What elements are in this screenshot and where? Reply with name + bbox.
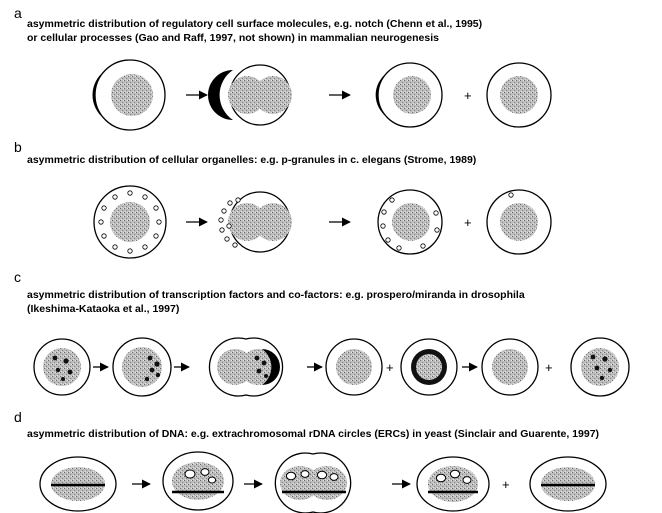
panel-d-letter: d	[14, 409, 22, 425]
panel-c-dividing-cell	[208, 337, 284, 397]
panel-c-caption-line-1: asymmetric distribution of transcription…	[27, 289, 525, 301]
panel-c-daughter-cell-b	[400, 338, 458, 396]
panel-a-caption-line-2: or cellular processes (Gao and Raff, 199…	[27, 32, 439, 44]
erc-circles	[435, 469, 472, 484]
panel-a-daughter-cell-2	[486, 62, 552, 128]
panel-d-caption-line-1: asymmetric distribution of DNA: e.g. ext…	[27, 428, 600, 440]
panel-d-mother-cell	[39, 456, 117, 512]
plus-sign: +	[545, 360, 553, 375]
panel-b-mother-cell	[93, 185, 167, 259]
p-granule	[508, 192, 514, 198]
panel-b-caption-line-1: asymmetric distribution of cellular orga…	[27, 154, 477, 166]
panel-c-daughter-cell-d	[570, 337, 630, 397]
panel-a-mother-cell	[92, 59, 166, 131]
p-granules	[98, 190, 162, 254]
erc-circles	[184, 468, 217, 484]
panel-b-letter: b	[14, 139, 22, 155]
panel-c-cell-2	[112, 337, 172, 397]
panel-a-dividing-cell	[208, 64, 292, 126]
panel-a-caption-line-1: asymmetric distribution of regulatory ce…	[27, 18, 483, 30]
p-granules	[380, 197, 440, 251]
panel-c-caption-line-2: (Ikeshima-Kataoka et al., 1997)	[27, 303, 180, 315]
panel-c-daughter-cell-a	[325, 338, 383, 396]
plus-sign: +	[386, 360, 394, 375]
panel-d-cell-2	[162, 451, 234, 511]
panel-d-dividing-cell	[274, 452, 352, 513]
panel-a-daughter-cell-1	[375, 62, 443, 128]
panel-b-dividing-cell	[218, 191, 292, 253]
panel-b-daughter-cell-2	[486, 189, 552, 255]
plus-sign: +	[464, 88, 472, 103]
panel-b-daughter-cell-1	[377, 189, 443, 255]
panel-c-daughter-cell-c	[481, 338, 539, 396]
plus-sign: +	[502, 477, 510, 492]
panel-b-diagram: +	[93, 185, 552, 259]
p-granules	[218, 197, 241, 248]
panel-c-cell-1	[33, 338, 91, 396]
panel-a-diagram: +	[92, 59, 552, 131]
panel-d-daughter-cell-2	[529, 456, 607, 512]
panel-c-letter: c	[14, 269, 21, 285]
panel-d-daughter-cell-1	[416, 456, 490, 512]
erc-circles	[285, 470, 339, 481]
plus-sign: +	[464, 215, 472, 230]
panel-c-diagram: + +	[33, 337, 630, 397]
panel-a-letter: a	[14, 5, 22, 21]
panel-d-diagram: +	[39, 451, 607, 513]
